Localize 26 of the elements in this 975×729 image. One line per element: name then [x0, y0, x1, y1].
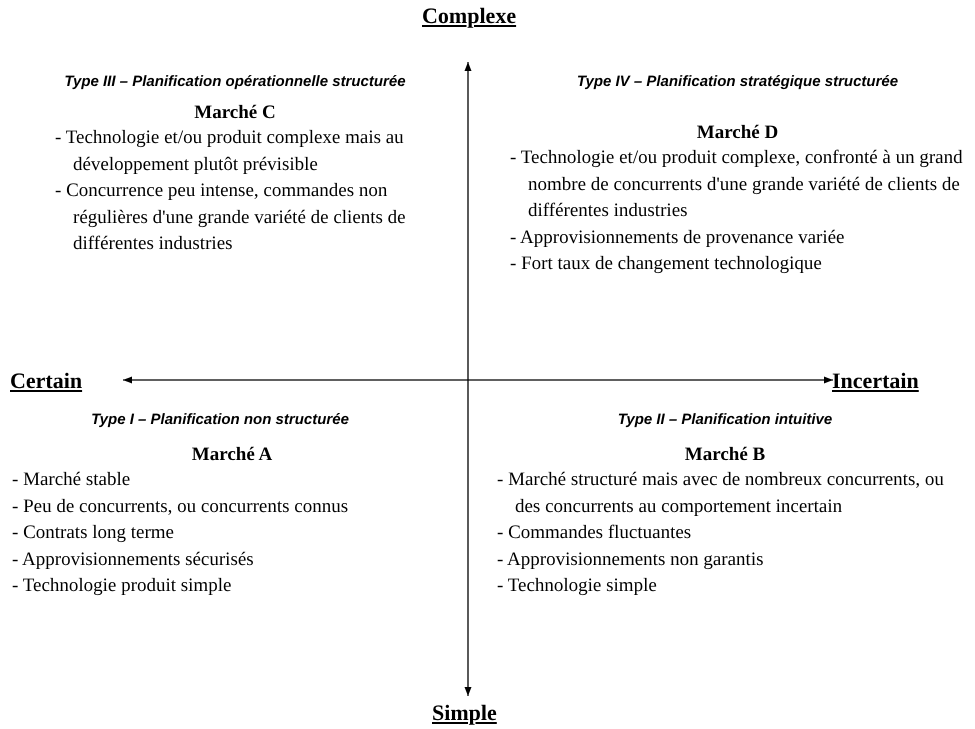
bullet-item: - Commandes fluctuantes — [496, 521, 692, 545]
bullet-item: - Approvisionnements non garantis — [496, 548, 764, 572]
quadrant-type-heading: Type II – Planification intuitive — [616, 410, 834, 429]
bullet-item: - Fort taux de changement technologique — [509, 252, 823, 276]
market-heading: Marché D — [696, 121, 780, 145]
market-heading: Marché A — [190, 443, 274, 467]
bullet-item: - Approvisionnements de provenance variée — [509, 226, 846, 250]
bullet-item: - Approvisionnements sécurisés — [11, 548, 255, 572]
bullet-item: - Peu de concurrents, ou concurrents connus — [11, 494, 350, 518]
bullet-item: - Contrats long terme — [11, 521, 175, 545]
market-heading: Marché C — [193, 101, 277, 125]
axis-label: Incertain — [832, 368, 919, 394]
axis-label: Certain — [10, 368, 82, 394]
bullet-item: - Technologie produit simple — [11, 574, 232, 598]
axis-label: Complexe — [422, 3, 516, 29]
bullet-item: - Marché structuré mais avec de nombreux concurrents, ou des concurrents au comportement incertain — [496, 468, 945, 518]
bullet-item: - Concurrence peu intense, commandes non régulières d'une grande variété de clients de différentes industries — [54, 179, 407, 256]
market-heading: Marché B — [684, 443, 766, 467]
bullet-item: - Technologie et/ou produit complexe, confronté à un grand nombre de concurrents d'une grande variété de clients de différentes industries — [509, 146, 964, 223]
bullet-item: - Technologie et/ou produit complexe mais au développement plutôt prévisible — [54, 126, 405, 176]
axis-label: Simple — [432, 700, 497, 726]
bullet-item: - Technologie simple — [496, 574, 658, 598]
quadrant-type-heading: Type III – Planification opérationnelle structurée — [63, 72, 407, 91]
bullet-item: - Marché stable — [11, 468, 132, 492]
quadrant-type-heading: Type I – Planification non structurée — [90, 410, 350, 429]
quadrant-type-heading: Type IV – Planification stratégique structurée — [576, 72, 900, 91]
